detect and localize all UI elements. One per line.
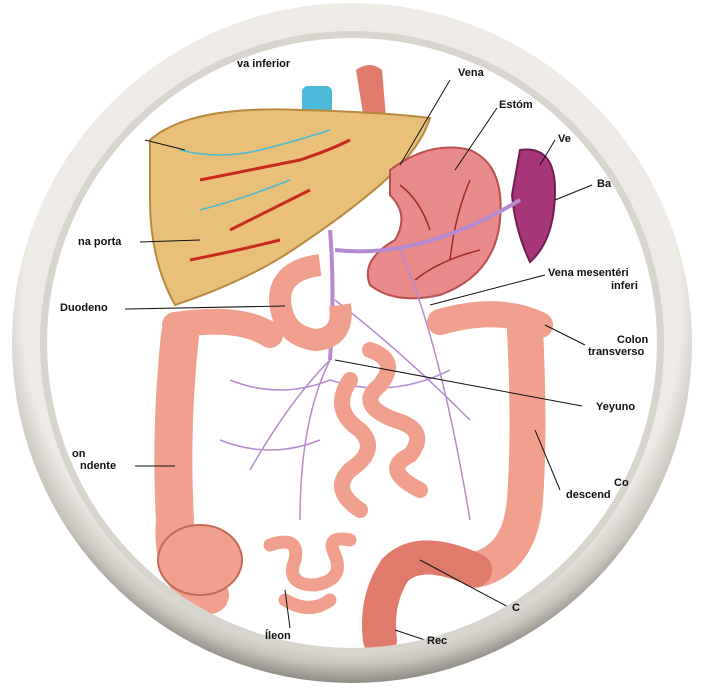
label-bazo: Ba: [597, 178, 611, 190]
label-colon-transverso-2: transverso: [588, 346, 644, 358]
label-mesenterica-2: inferi: [611, 280, 638, 292]
label-descendente-1: Co: [614, 477, 629, 489]
label-estomago: Estóm: [499, 99, 533, 111]
label-ileon: Íleon: [265, 630, 291, 642]
label-recto: Rec: [427, 635, 447, 647]
label-duodeno: Duodeno: [60, 302, 108, 314]
label-sigmoide: C: [512, 602, 520, 614]
label-ascendente-1: on: [72, 448, 85, 460]
label-vena-right: Ve: [558, 133, 571, 145]
label-mesenterica-1: Vena mesentéri: [548, 267, 629, 279]
label-vena-porta: na porta: [78, 236, 121, 248]
label-colon-transverso-1: Colon: [617, 334, 648, 346]
label-yeyuno: Yeyuno: [596, 401, 635, 413]
label-descendente-2: descend: [566, 489, 611, 501]
label-ascendente-2: ndente: [80, 460, 116, 472]
cecum: [158, 525, 242, 595]
label-vena-cava: va inferior: [237, 58, 290, 70]
label-vena: Vena: [458, 67, 484, 79]
